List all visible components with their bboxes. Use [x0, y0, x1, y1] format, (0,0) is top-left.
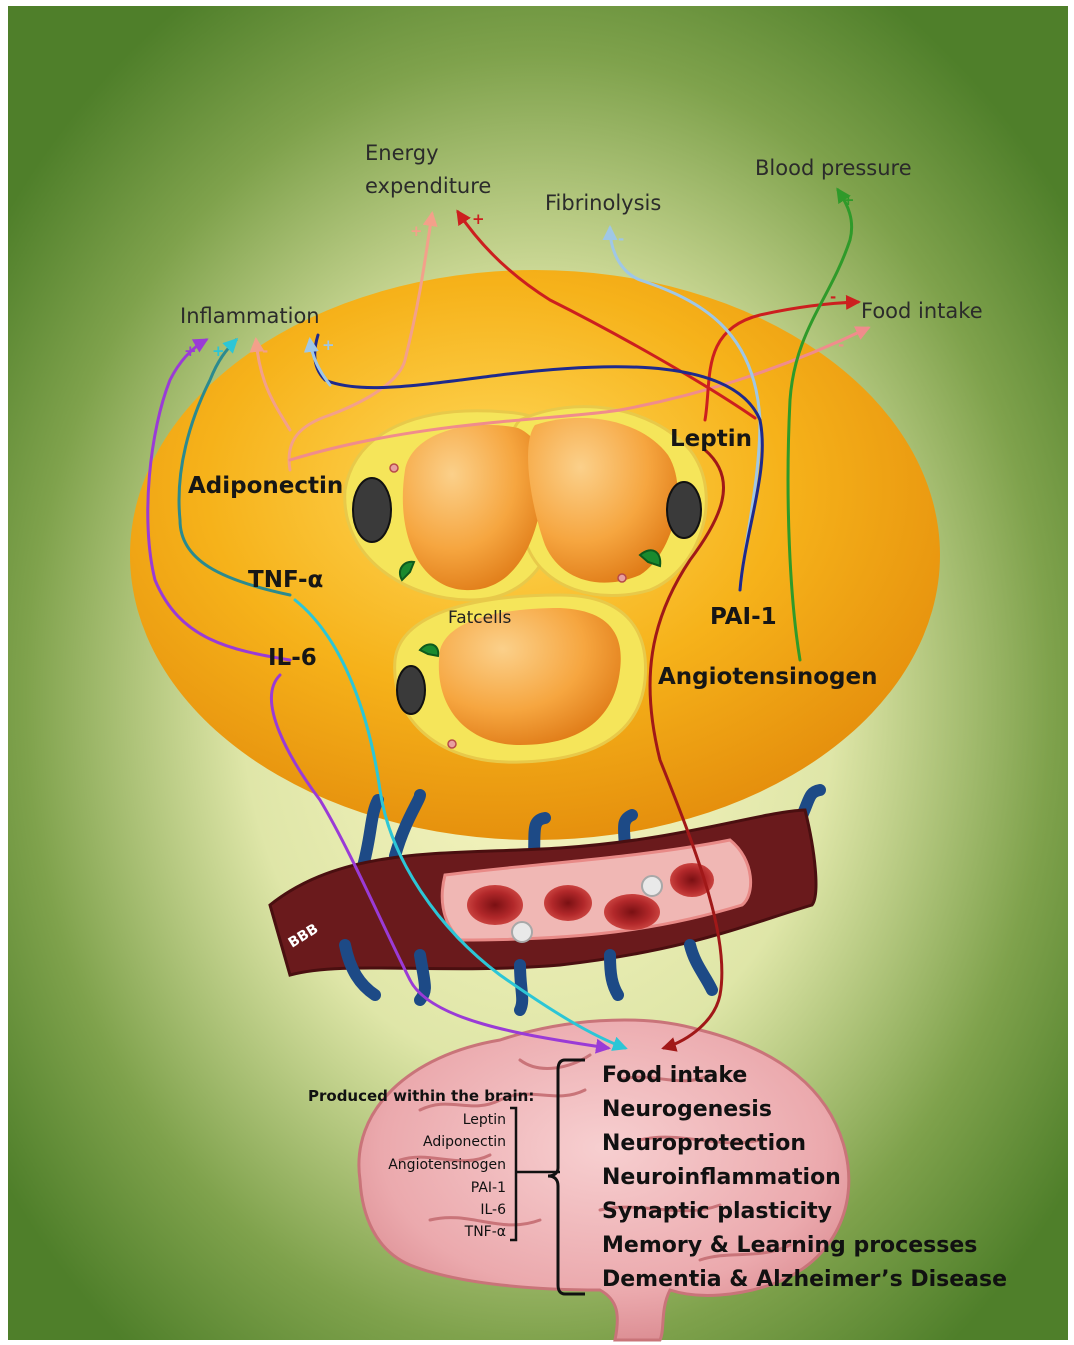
brain-produced-item: Adiponectin — [423, 1134, 506, 1150]
red-blood-cell — [467, 885, 523, 925]
label-food-intake: Food intake — [861, 299, 983, 323]
label-angiotensinogen: Angiotensinogen — [658, 664, 877, 690]
brain-produced-item: IL-6 — [480, 1202, 506, 1218]
vesicle — [390, 464, 398, 472]
brain-effect-item: Synaptic plasticity — [602, 1199, 832, 1224]
label-leptin: Leptin — [670, 426, 752, 452]
label-adiponectin: Adiponectin — [188, 473, 343, 499]
sign-plus: + — [842, 191, 855, 209]
white-blood-cell — [642, 876, 662, 896]
brain-produced-item: TNF-α — [464, 1224, 506, 1240]
sign-plus: + — [184, 342, 197, 360]
label-energy-line1: Energy — [365, 141, 439, 165]
sign-plus: + — [472, 210, 485, 228]
nucleus-left — [353, 478, 391, 542]
red-blood-cell — [604, 894, 660, 930]
label-energy-line2: expenditure — [365, 174, 491, 198]
brain-effect-item: Memory & Learning processes — [602, 1233, 977, 1258]
label-il6: IL-6 — [268, 645, 317, 671]
sign-plus: + — [212, 342, 225, 360]
label-fatcells: Fatcells — [448, 608, 512, 628]
brain-produced-item: Angiotensinogen — [388, 1157, 506, 1173]
sign-minus: - — [618, 230, 624, 248]
brain-effect-item: Neuroinflammation — [602, 1165, 841, 1190]
red-blood-cell — [544, 885, 592, 921]
label-blood-pressure: Blood pressure — [755, 156, 912, 180]
nucleus-right — [667, 482, 701, 538]
brain-effect-item: Food intake — [602, 1063, 747, 1088]
sign-minus: - — [262, 342, 268, 360]
label-inflammation: Inflammation — [180, 304, 320, 328]
brain-produced-heading: Produced within the brain: — [308, 1087, 534, 1105]
sign-plus: + — [410, 222, 423, 240]
brain-produced-item: PAI-1 — [471, 1180, 506, 1196]
sign-minus: - — [830, 288, 836, 306]
brain-effect-item: Dementia & Alzheimer’s Disease — [602, 1267, 1007, 1292]
sign-plus: + — [322, 336, 335, 354]
brain-effect-item: Neurogenesis — [602, 1097, 772, 1122]
brain-effect-item: Neuroprotection — [602, 1131, 806, 1156]
label-pai1: PAI-1 — [710, 604, 777, 630]
label-tnf-alpha: TNF-α — [248, 567, 323, 593]
vesicle — [448, 740, 456, 748]
nucleus-bottom — [397, 666, 425, 714]
vesicle — [618, 574, 626, 582]
brain-produced-item: Leptin — [463, 1112, 506, 1128]
sign-minus: - — [838, 336, 844, 354]
label-fibrinolysis: Fibrinolysis — [545, 191, 661, 215]
white-blood-cell — [512, 922, 532, 942]
